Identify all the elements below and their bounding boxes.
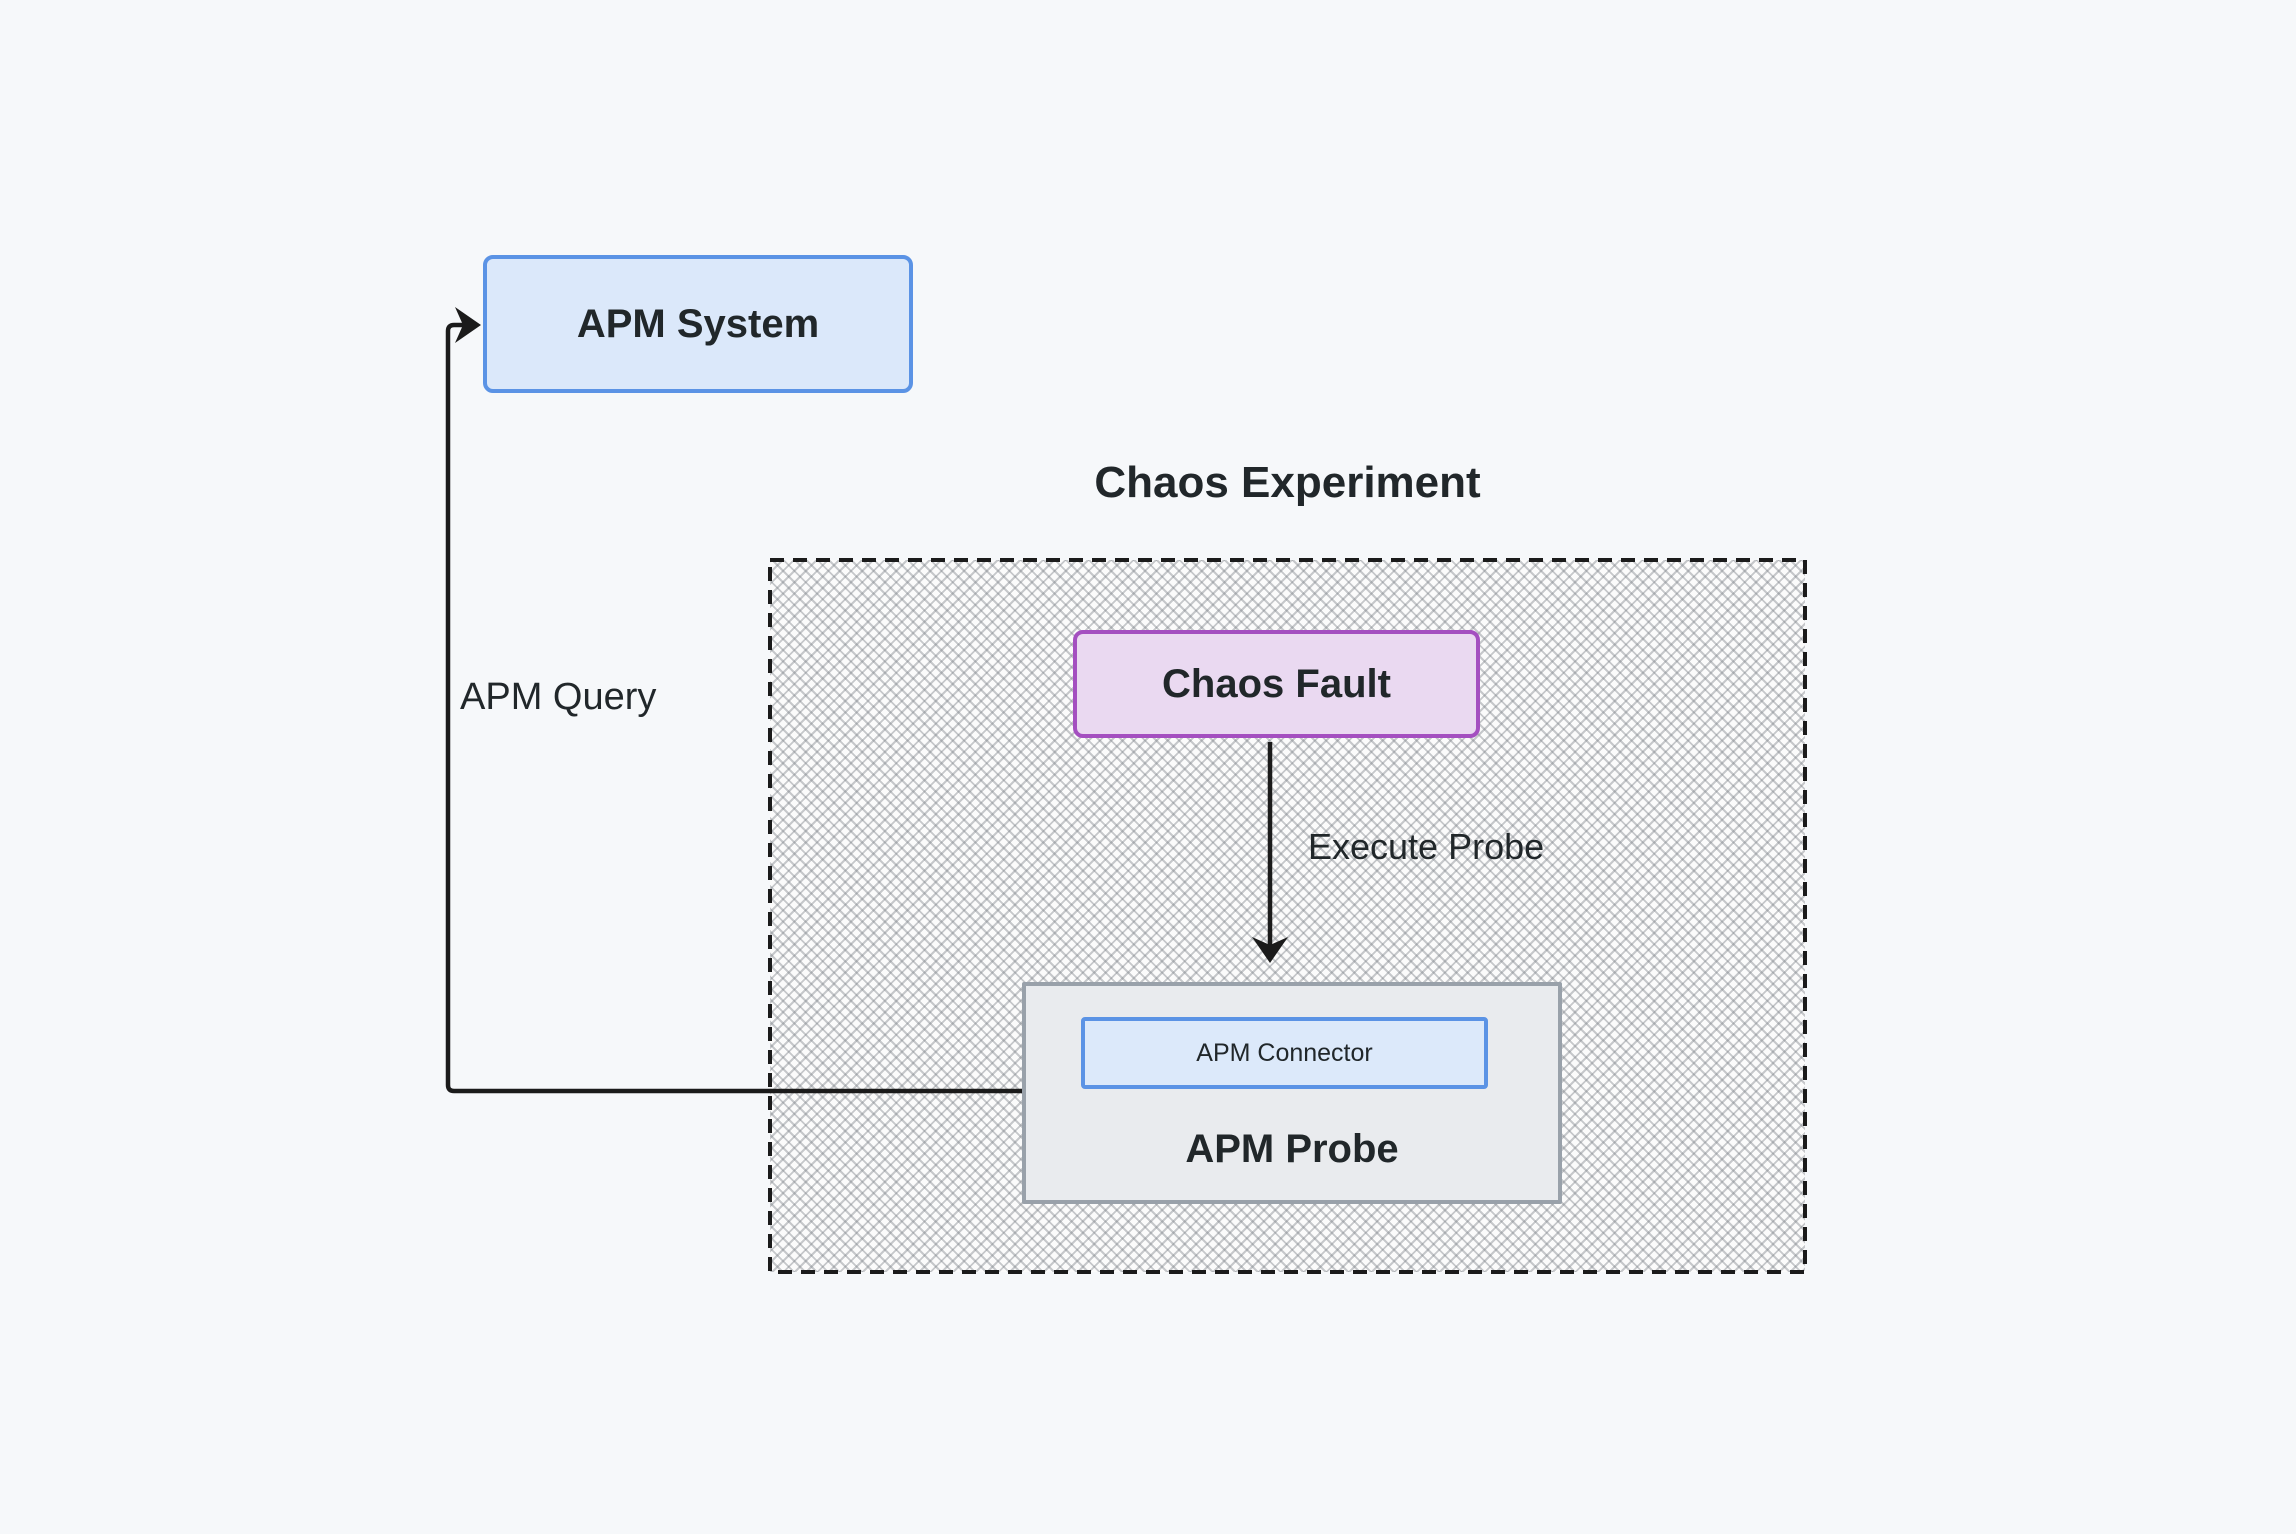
apm-connector-node: APM Connector: [1081, 1017, 1488, 1089]
chaos-experiment-title: Chaos Experiment: [1094, 458, 1481, 507]
chaos-fault-label: Chaos Fault: [1162, 661, 1391, 706]
apm-system-label: APM System: [576, 301, 820, 346]
apm-system-node: APM System: [483, 255, 913, 393]
apm-query-connector-line: [445, 322, 1022, 1094]
apm-connector-label: APM Connector: [1196, 1038, 1373, 1067]
apm-query-edge-label: APM Query: [460, 676, 657, 718]
chaos-experiment-dashed-border: [768, 558, 1807, 1274]
chaos-fault-node: Chaos Fault: [1073, 630, 1480, 738]
execute-probe-arrowhead-icon: [1252, 937, 1288, 963]
apm-query-arrowhead-icon: [455, 307, 481, 343]
execute-probe-edge-label: Execute Probe: [1308, 826, 1545, 867]
apm-probe-label: APM Probe: [1185, 1127, 1399, 1171]
